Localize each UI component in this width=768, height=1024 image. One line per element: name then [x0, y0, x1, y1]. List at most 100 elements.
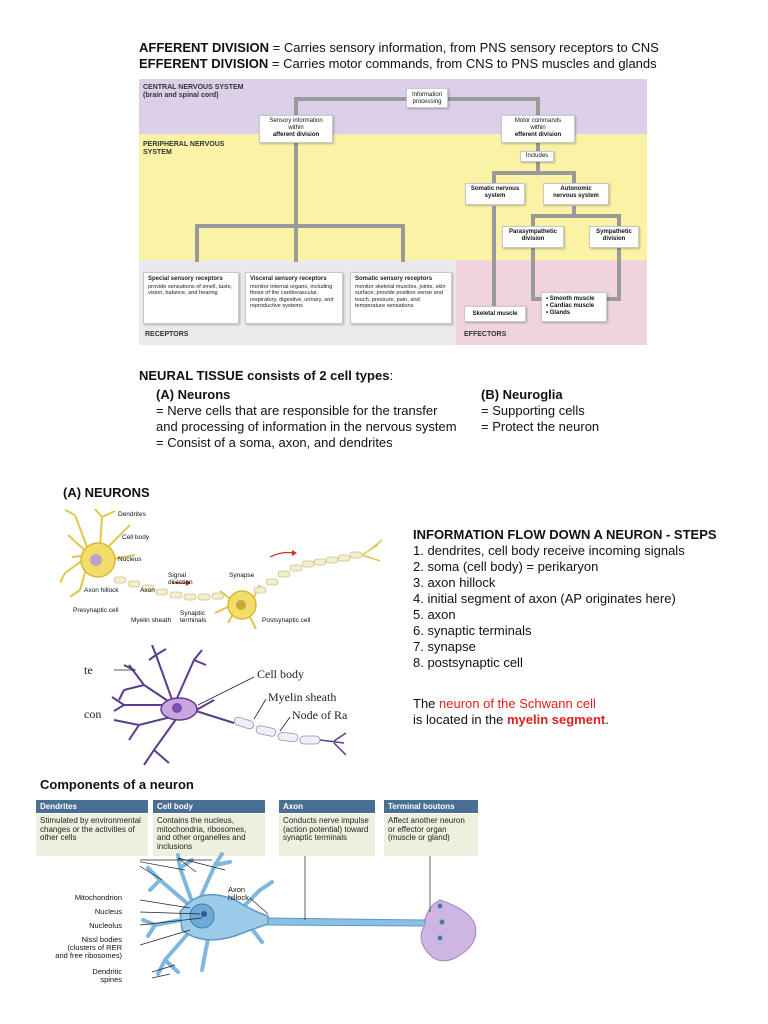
label-postsynaptic-cell: Postsynaptic cell	[262, 617, 311, 624]
nervous-system-flow-diagram: CENTRAL NERVOUS SYSTEM(brain and spinal …	[139, 79, 647, 345]
neurons-definition: (A) Neurons = Nerve cells that are respo…	[156, 387, 457, 451]
arrow-segment	[294, 97, 298, 115]
card-terminal-boutons-body: Affect another neuron or effector organ …	[384, 814, 478, 856]
card-axon-body: Conducts nerve impulse (action potential…	[279, 814, 375, 856]
effectors-label: EFFECTORS	[464, 331, 507, 338]
arrow-segment	[294, 143, 298, 235]
step-item: 3. axon hillock	[413, 575, 496, 590]
label-nucleolus: Nucleolus	[89, 921, 122, 930]
arrow-segment	[531, 214, 621, 218]
step-item: 1. dendrites, cell body receive incoming…	[413, 543, 685, 558]
note-highlight: neuron of the Schwann cell	[439, 696, 596, 711]
arrow-segment	[617, 214, 621, 226]
arrow-to-processing	[294, 97, 406, 101]
tissue-heading: NEURAL TISSUE consists of 2 cell types:	[139, 368, 393, 384]
neurons-line: = Consist of a soma, axon, and dendrites	[156, 435, 393, 450]
card-dendrites-body: Stimulated by environmental changes or t…	[36, 814, 148, 856]
efferent-definition: EFFERENT DIVISION = Carries motor comman…	[139, 56, 657, 72]
components-title: Components of a neuron	[40, 777, 194, 792]
card-cell-body-body: Contains the nucleus, mitochondria, ribo…	[153, 814, 265, 856]
schwann-note: The neuron of the Schwann cell is locate…	[413, 696, 609, 728]
neuron-chain-illustration	[60, 508, 383, 630]
card-cell-body-head: Cell body	[153, 800, 265, 813]
arrow-segment	[294, 224, 298, 262]
arrow-segment	[536, 143, 540, 155]
tissue-heading-colon: :	[389, 368, 394, 383]
sketch-label-cell-body: Cell body	[257, 667, 304, 681]
neuron-components-illustration	[140, 852, 477, 979]
step-item: 8. postsynaptic cell	[413, 655, 523, 670]
label-myelin-sheath: Myelin sheath	[131, 617, 172, 624]
arrow-segment	[492, 206, 496, 306]
card-axon-head: Axon	[279, 800, 375, 813]
neuroglia-line: = Supporting cells	[481, 403, 585, 418]
label-synapse: Synapse	[229, 572, 255, 579]
neuroglia-title: (B) Neuroglia	[481, 387, 563, 402]
label-nucleus: Nucleus	[118, 556, 142, 563]
sketch-label-myelin-sheath: Myelin sheath	[268, 690, 337, 704]
label-cell-body: Cell body	[122, 534, 150, 541]
arrow-segment	[447, 97, 539, 101]
step-item: 7. synapse	[413, 639, 476, 654]
arrow-segment	[536, 97, 540, 115]
sketch-label-te: te	[84, 663, 93, 677]
neurons-title: (A) Neurons	[156, 387, 231, 402]
tissue-heading-bold: NEURAL TISSUE consists of 2 cell types	[139, 368, 390, 383]
neuron-sketch-illustration	[111, 645, 347, 766]
arrow-segment	[195, 224, 405, 228]
steps-title: INFORMATION FLOW DOWN A NEURON - STEPS	[413, 527, 717, 542]
cns-label: CENTRAL NERVOUS SYSTEM(brain and spinal …	[143, 84, 244, 99]
arrow-segment	[536, 161, 540, 171]
steps-list: 1. dendrites, cell body receive incoming…	[413, 543, 685, 671]
arrow-segment	[492, 171, 576, 175]
efferent-text: = Carries motor commands, from CNS to PN…	[268, 56, 657, 71]
neurons-section-title: (A) NEURONS	[63, 485, 150, 500]
neuroglia-line: = Protect the neuron	[481, 419, 600, 434]
label-nucleus-component: Nucleus	[94, 907, 122, 916]
sketch-label-node: Node of Ra	[292, 708, 348, 722]
note-bold-highlight: myelin segment	[506, 712, 606, 727]
label-axon-hillock: Axon hillock	[84, 587, 119, 594]
step-item: 6. synaptic terminals	[413, 623, 532, 638]
neurons-line: = Nerve cells that are responsible for t…	[156, 403, 438, 418]
note-period: .	[605, 712, 609, 727]
note-text: is located in the	[413, 712, 507, 727]
sketch-label-con: con	[84, 707, 102, 721]
step-item: 2. soma (cell body) = perikaryon	[413, 559, 599, 574]
step-item: 4. initial segment of axon (AP originate…	[413, 591, 676, 606]
label-presynaptic-cell: Presynaptic cell	[73, 607, 119, 614]
arrow-segment	[401, 224, 405, 262]
arrow-segment	[617, 247, 621, 299]
effector-list-box: • Smooth muscle• Cardiac muscle• Glands	[541, 292, 607, 322]
card-terminal-boutons-head: Terminal boutons	[384, 800, 478, 813]
skeletal-muscle-box: Skeletal muscle	[464, 306, 526, 322]
arrow-segment	[572, 171, 576, 183]
label-axon: Axon	[140, 587, 155, 594]
afferent-definition: AFFERENT DIVISION = Carries sensory info…	[139, 40, 659, 56]
arrow-segment	[572, 206, 576, 214]
afferent-term: AFFERENT DIVISION	[139, 40, 270, 55]
step-item: 5. axon	[413, 607, 456, 622]
note-text: The	[413, 696, 440, 711]
card-dendrites-head: Dendrites	[36, 800, 148, 813]
arrow-segment	[531, 214, 535, 226]
label-dendrites: Dendrites	[118, 511, 146, 518]
neurons-line: and processing of information in the ner…	[156, 419, 457, 434]
label-mitochondrion: Mitochondrion	[74, 893, 122, 902]
neuroglia-definition: (B) Neuroglia = Supporting cells = Prote…	[481, 387, 599, 435]
